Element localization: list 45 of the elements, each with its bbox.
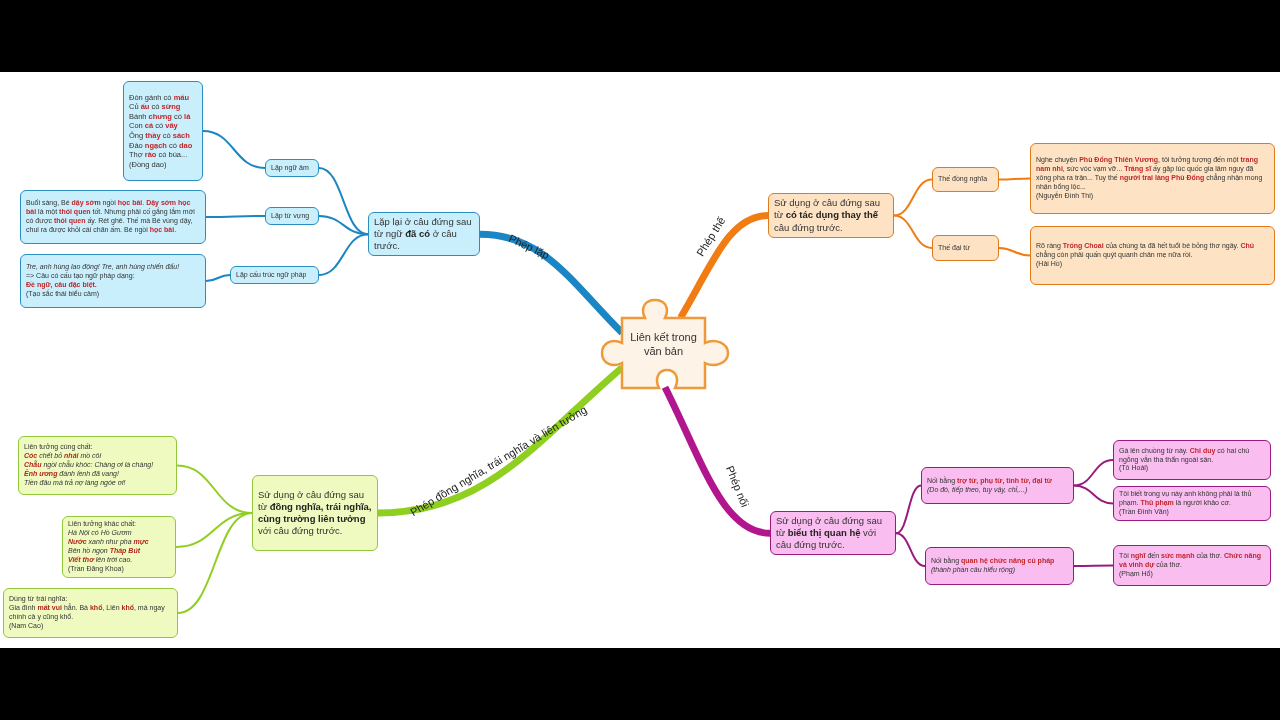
connector [1073, 459, 1114, 487]
topic-box [1113, 440, 1271, 480]
topic-box [20, 254, 206, 308]
node-text: Sử dụng ở câu đứng sau từ có tác dụng thay thế câu đứng trước. [774, 197, 882, 234]
connector [895, 532, 926, 567]
connector [177, 512, 253, 614]
topic-box [230, 266, 319, 284]
topic-box [123, 81, 203, 181]
connector [893, 178, 933, 217]
connector [893, 214, 933, 249]
connector [998, 177, 1031, 181]
topic-box [20, 190, 206, 244]
topic-box [62, 516, 176, 578]
topic-box [1030, 143, 1275, 214]
connector [202, 130, 266, 169]
connector [1073, 564, 1114, 567]
topic-box [252, 475, 378, 551]
connector [318, 233, 369, 276]
topic-box [932, 167, 999, 192]
connector [661, 385, 771, 537]
topic-box [1113, 545, 1271, 586]
node-text: Sử dụng ở câu đứng sau từ biểu thị quan hệ với câu đứng trước. [776, 515, 884, 552]
topic-box [932, 235, 999, 261]
topic-box [18, 436, 177, 495]
connector [895, 484, 922, 535]
node-text: Liên kết trong văn bản [629, 329, 698, 359]
connector [205, 274, 231, 282]
edge-label: Phép nối [723, 464, 752, 509]
node-text: Sử dụng ở câu đứng sau từ đồng nghĩa, trái nghĩa, cùng trường liên tưởng với câu đứng trước. [258, 488, 372, 538]
topic-box [265, 207, 319, 225]
topic-box [768, 193, 894, 238]
topic-box [3, 588, 178, 638]
topic-box [1030, 226, 1275, 285]
connector [1073, 484, 1114, 505]
connector [998, 247, 1031, 257]
topic-box [368, 212, 480, 257]
edge-label: Phép lặp [506, 232, 552, 262]
topic-box [921, 467, 1074, 504]
puzzle-node [600, 298, 730, 392]
topic-box [265, 159, 319, 177]
node-text: Lặp lại ở câu đứng sau từ ngữ đã có ở câu trước. [374, 216, 473, 253]
connector [205, 215, 266, 218]
topic-box [770, 511, 896, 556]
topic-box [925, 547, 1074, 585]
topic-box [1113, 486, 1271, 521]
